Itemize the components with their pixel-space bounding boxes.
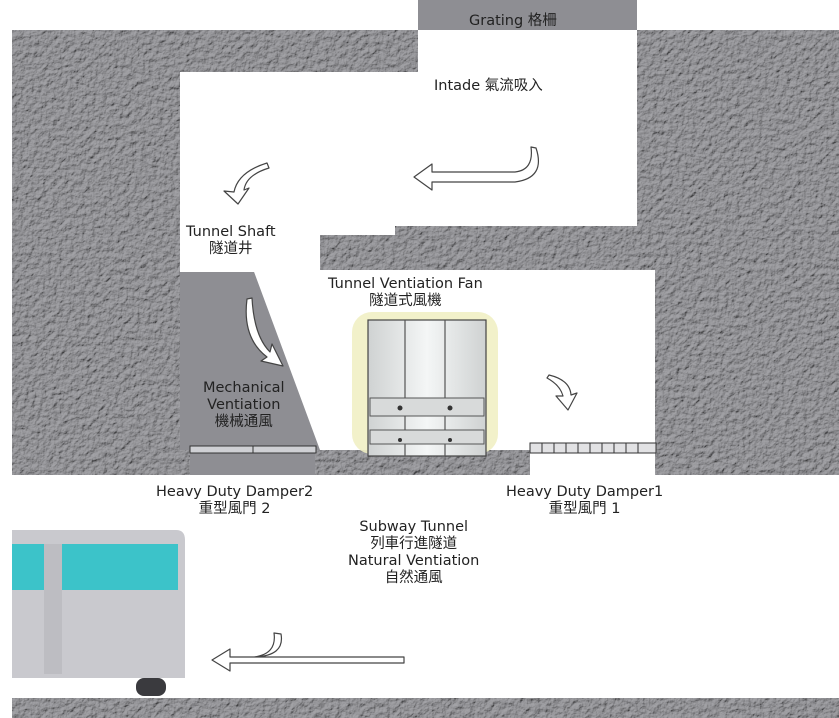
mechanical-arrow-icon — [245, 297, 284, 367]
damper-2 — [189, 445, 317, 454]
grating-label: Grating 格柵 — [469, 13, 557, 29]
damper-1 — [529, 442, 657, 454]
intake-label: Intade 氣流吸入 — [434, 78, 543, 94]
train-icon — [12, 530, 185, 696]
intake-arrow-icon — [413, 146, 540, 191]
fan-icon — [352, 312, 498, 457]
shaft-arrow-icon — [223, 162, 270, 205]
outlet-arrow-icon — [546, 374, 578, 411]
flow-arrows — [211, 146, 578, 672]
subway-arrow-icon — [211, 632, 405, 672]
